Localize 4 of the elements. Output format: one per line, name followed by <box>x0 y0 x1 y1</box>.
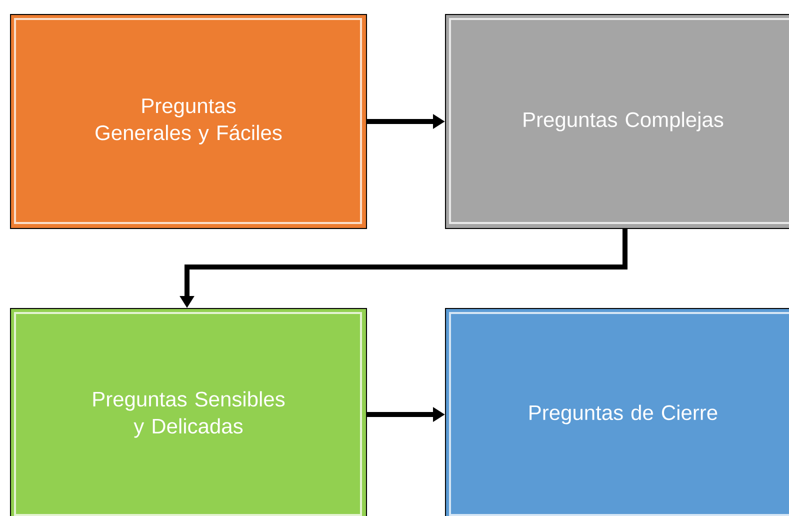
process-box: Preguntas Sensibles y Delicadas <box>10 308 367 516</box>
process-box: Preguntas Complejas <box>445 14 789 229</box>
process-box: Preguntas de Cierre <box>445 308 789 516</box>
process-box: Preguntas Generales y Fáciles <box>10 14 367 229</box>
